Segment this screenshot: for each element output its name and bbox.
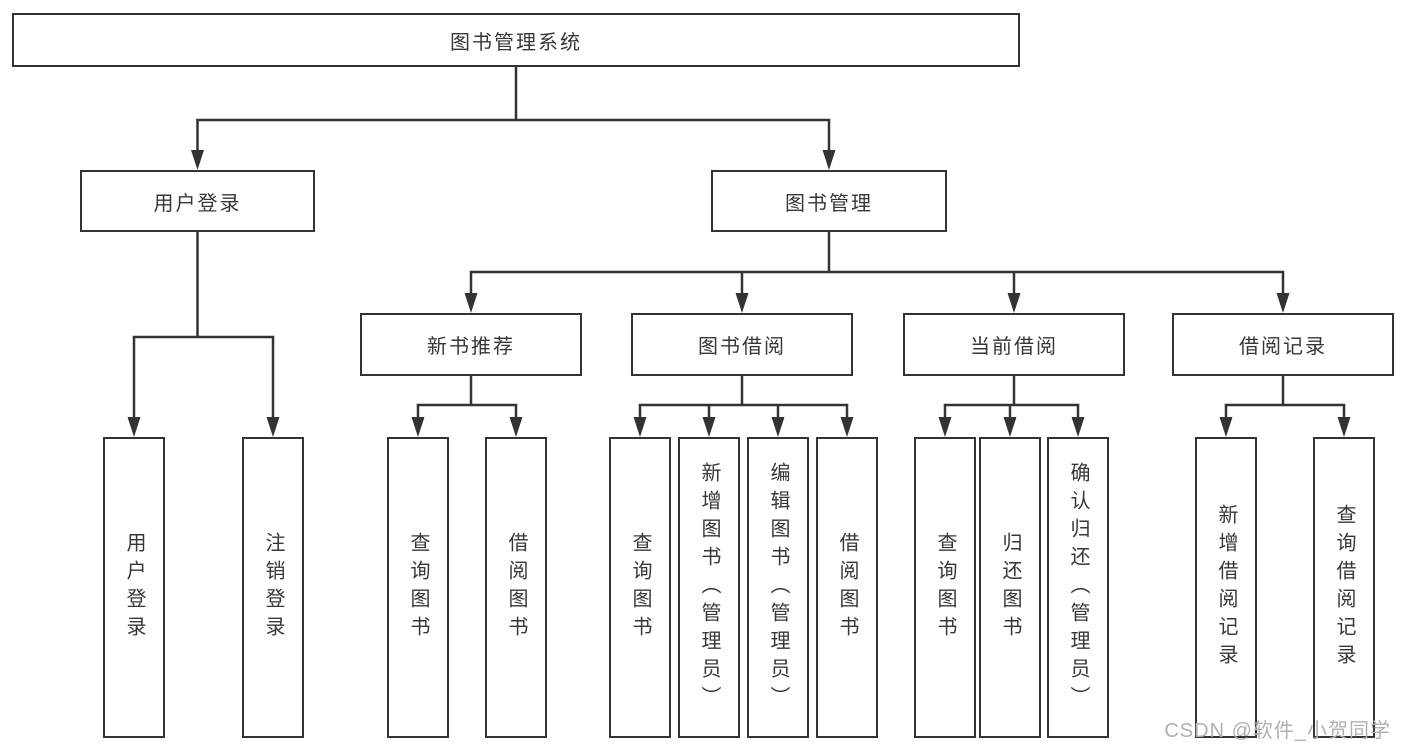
node-label: 图书借阅 xyxy=(698,336,786,358)
node-label: 新增图书（管理员） xyxy=(698,461,720,714)
node-book-borrowing: 图书借阅 xyxy=(631,313,853,376)
node-label: 借阅图书 xyxy=(836,531,858,644)
node-borrowing-records: 借阅记录 xyxy=(1172,313,1394,376)
node-label: 用户登录 xyxy=(123,531,145,644)
node-book-management-branch: 图书管理 xyxy=(711,170,947,232)
watermark: CSDN @软件_小贺同学 xyxy=(1164,720,1391,742)
leaf-logout: 注销登录 xyxy=(242,437,304,738)
node-current-borrowing: 当前借阅 xyxy=(903,313,1125,376)
leaf-borrow-books-borrowing: 借阅图书 xyxy=(816,437,878,738)
node-system-root: 图书管理系统 xyxy=(12,13,1020,67)
leaf-confirm-return-admin: 确认归还（管理员） xyxy=(1047,437,1109,738)
leaf-query-borrow-record: 查询借阅记录 xyxy=(1313,437,1375,738)
node-label: 归还图书 xyxy=(999,531,1021,644)
node-label: 查询图书 xyxy=(934,531,956,644)
leaf-user-login: 用户登录 xyxy=(103,437,165,738)
node-label: 编辑图书（管理员） xyxy=(767,461,789,714)
leaf-query-books-current: 查询图书 xyxy=(914,437,976,738)
node-label: 确认归还（管理员） xyxy=(1067,461,1089,714)
node-label: 借阅图书 xyxy=(505,531,527,644)
leaf-query-books-recommend: 查询图书 xyxy=(387,437,449,738)
node-label: 查询图书 xyxy=(407,531,429,644)
node-label: 查询图书 xyxy=(629,531,651,644)
node-new-book-recommend: 新书推荐 xyxy=(360,313,582,376)
node-user-login-branch: 用户登录 xyxy=(80,170,315,232)
leaf-borrow-books-recommend: 借阅图书 xyxy=(485,437,547,738)
node-label: 查询借阅记录 xyxy=(1333,503,1355,672)
node-label: 新增借阅记录 xyxy=(1215,503,1237,672)
connector-lines xyxy=(132,67,1346,419)
leaf-query-books-borrowing: 查询图书 xyxy=(609,437,671,738)
node-label: 注销登录 xyxy=(262,531,284,644)
node-label: 当前借阅 xyxy=(970,336,1058,358)
node-label: 图书管理 xyxy=(785,192,873,215)
arrowheads xyxy=(127,150,1351,437)
leaf-edit-book-admin: 编辑图书（管理员） xyxy=(747,437,809,738)
node-label: 借阅记录 xyxy=(1239,336,1327,358)
leaf-add-book-admin: 新增图书（管理员） xyxy=(678,437,740,738)
leaf-add-borrow-record: 新增借阅记录 xyxy=(1195,437,1257,738)
node-label: 图书管理系统 xyxy=(450,31,582,54)
node-label: 新书推荐 xyxy=(427,336,515,358)
node-label: 用户登录 xyxy=(153,192,242,215)
leaf-return-books: 归还图书 xyxy=(979,437,1041,738)
